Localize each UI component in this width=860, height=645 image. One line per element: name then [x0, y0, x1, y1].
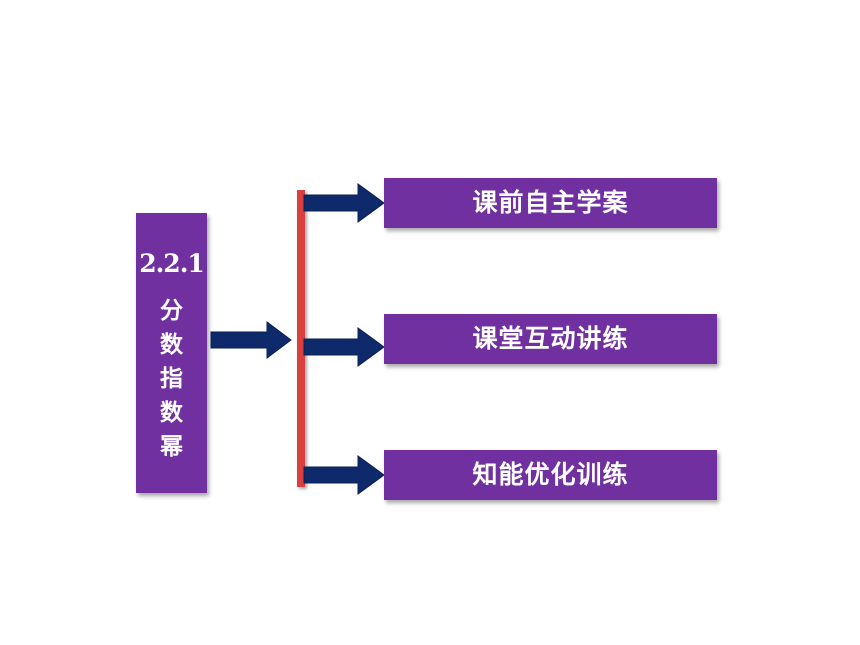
section-title-char: 数	[160, 332, 183, 358]
section-title-char: 分	[160, 298, 183, 324]
section-title-text: 分 数 指 数 幂	[136, 294, 207, 464]
branch-arrow-icon	[303, 455, 385, 495]
section-title-char: 幂	[160, 434, 183, 460]
menu-item-in-class[interactable]: 课堂互动讲练	[384, 314, 717, 364]
section-number: 2.2.1	[139, 249, 205, 278]
section-title-char: 数	[160, 400, 183, 426]
section-title-char: 指	[160, 366, 183, 392]
menu-item-pre-class[interactable]: 课前自主学案	[384, 178, 717, 228]
section-title-box: 2.2.1 分 数 指 数 幂	[136, 213, 207, 493]
main-arrow-icon	[210, 321, 292, 359]
bracket-bar	[297, 190, 305, 487]
menu-item-practice[interactable]: 知能优化训练	[384, 450, 717, 500]
branch-arrow-icon	[303, 327, 385, 367]
branch-arrow-icon	[303, 183, 385, 223]
